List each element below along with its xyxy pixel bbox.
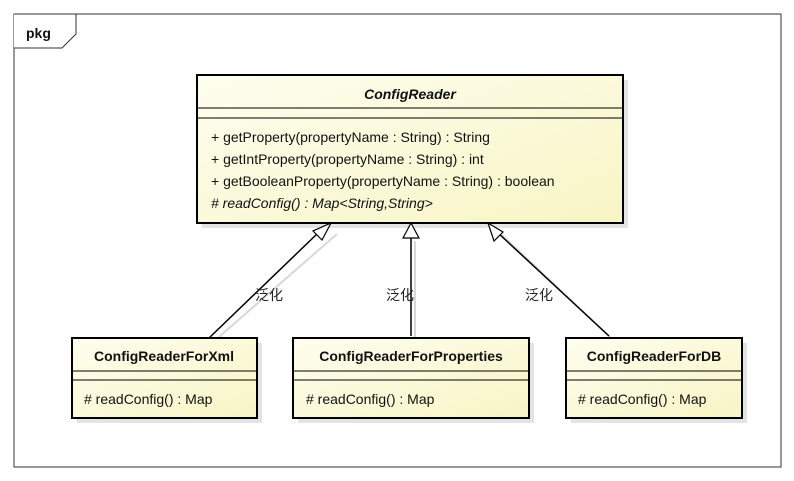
class-config-reader-for-db[interactable]: ConfigReaderForDB # readConfig() : Map (565, 337, 747, 423)
operation-get-boolean-property: + getBooleanProperty(propertyName : Stri… (211, 173, 555, 189)
operation-read-config-abstract: # readConfig() : Map<String,String> (211, 195, 433, 211)
class-config-reader-for-properties[interactable]: ConfigReaderForProperties # readConfig()… (292, 337, 534, 423)
class-config-reader[interactable]: ConfigReader + getProperty(propertyName … (196, 74, 628, 228)
class-config-reader-for-xml[interactable]: ConfigReaderForXml # readConfig() : Map (71, 337, 262, 423)
class-name-config-reader-for-xml: ConfigReaderForXml (94, 348, 234, 364)
generalization-properties: 泛化 (386, 221, 420, 339)
class-name-config-reader: ConfigReader (364, 86, 457, 102)
operation-read-config-db: # readConfig() : Map (578, 391, 707, 407)
generalization-db: 泛化 (486, 221, 614, 341)
operation-get-int-property: + getIntProperty(propertyName : String) … (211, 151, 484, 167)
package-label: pkg (26, 25, 51, 41)
operation-read-config-properties: # readConfig() : Map (306, 391, 435, 407)
operation-get-property: + getProperty(propertyName : String) : S… (211, 129, 490, 145)
relation-label-db: 泛化 (525, 287, 553, 303)
relation-label-properties: 泛化 (386, 287, 414, 303)
class-name-config-reader-for-properties: ConfigReaderForProperties (319, 348, 503, 364)
relation-label-xml: 泛化 (255, 287, 283, 303)
class-name-config-reader-for-db: ConfigReaderForDB (587, 348, 722, 364)
operation-read-config-xml: # readConfig() : Map (84, 391, 213, 407)
generalization-xml: 泛化 (207, 221, 338, 344)
